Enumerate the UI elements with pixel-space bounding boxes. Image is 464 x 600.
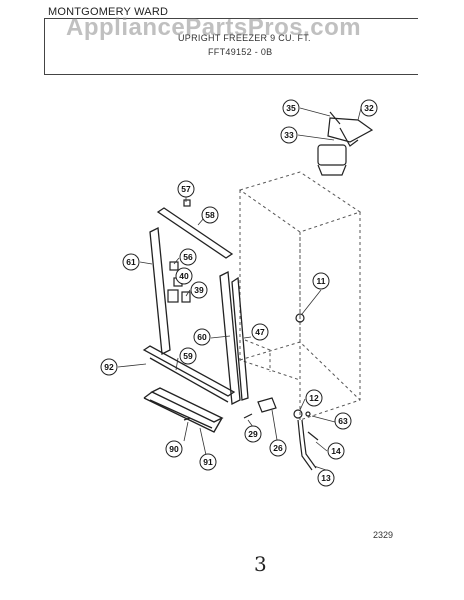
- header-rule-left: [44, 18, 45, 75]
- callout-59: 59: [179, 347, 197, 365]
- callout-39-label: 39: [194, 285, 204, 295]
- callout-11: 11: [312, 272, 330, 290]
- door-small-parts: [167, 199, 191, 303]
- callout-12-label: 12: [309, 393, 319, 403]
- callout-35: 35: [282, 99, 300, 117]
- callout-90-label: 90: [169, 444, 179, 454]
- header-rule-bottom: [44, 74, 418, 75]
- callout-61-label: 61: [126, 257, 136, 267]
- site-watermark: AppliancePartsPros.com: [66, 14, 362, 41]
- callout-33: 33: [280, 126, 298, 144]
- callout-32-label: 32: [364, 103, 374, 113]
- thermostat-assembly: [317, 111, 374, 176]
- cabinet-outline: [238, 171, 362, 421]
- callout-56-label: 56: [183, 252, 193, 262]
- callout-bubbles: 35 32 33 57 58 61 56 40 39 11 60 47 92 5…: [100, 99, 378, 487]
- callout-32: 32: [360, 99, 378, 117]
- callout-90: 90: [165, 440, 183, 458]
- callout-39: 39: [190, 281, 208, 299]
- callout-57: 57: [177, 180, 195, 198]
- model-title: UPRIGHT FREEZER 9 CU. FT.: [178, 33, 311, 43]
- callout-26: 26: [269, 439, 287, 457]
- callout-29: 29: [244, 425, 262, 443]
- callout-91: 91: [199, 453, 217, 471]
- callout-58: 58: [201, 206, 219, 224]
- page-number: 3: [254, 552, 267, 576]
- callout-40: 40: [175, 267, 193, 285]
- callout-35-label: 35: [286, 103, 296, 113]
- callout-59-label: 59: [183, 351, 193, 361]
- callout-14-label: 14: [331, 446, 341, 456]
- callout-60-label: 60: [197, 332, 207, 342]
- callout-13: 13: [317, 469, 335, 487]
- brand-name: MONTGOMERY WARD: [48, 6, 169, 18]
- callout-63-label: 63: [338, 416, 348, 426]
- leader-lines: [117, 107, 362, 471]
- diagram-code: 2329: [373, 530, 394, 540]
- callout-56: 56: [179, 248, 197, 266]
- model-code: FFT49152 - 0B: [208, 47, 273, 57]
- callout-61: 61: [122, 253, 140, 271]
- callout-91-label: 91: [203, 457, 213, 467]
- callout-92-label: 92: [104, 362, 114, 372]
- callout-29-label: 29: [248, 429, 258, 439]
- door-gasket-frame: [142, 207, 249, 406]
- callout-13-label: 13: [321, 473, 331, 483]
- callout-11-label: 11: [317, 276, 326, 286]
- drawer-panel: [143, 387, 224, 433]
- callout-12: 12: [305, 389, 323, 407]
- callout-33-label: 33: [284, 130, 294, 140]
- callout-60: 60: [193, 328, 211, 346]
- callout-14: 14: [327, 442, 345, 460]
- callout-58-label: 58: [205, 210, 215, 220]
- header-rule-top: [44, 18, 418, 19]
- callout-40-label: 40: [179, 271, 189, 281]
- callout-92: 92: [100, 358, 118, 376]
- callout-57-label: 57: [181, 184, 191, 194]
- callout-26-label: 26: [273, 443, 283, 453]
- lower-hardware: [183, 313, 319, 471]
- callout-47: 47: [251, 323, 269, 341]
- callout-63: 63: [334, 412, 352, 430]
- callout-47-label: 47: [255, 327, 265, 337]
